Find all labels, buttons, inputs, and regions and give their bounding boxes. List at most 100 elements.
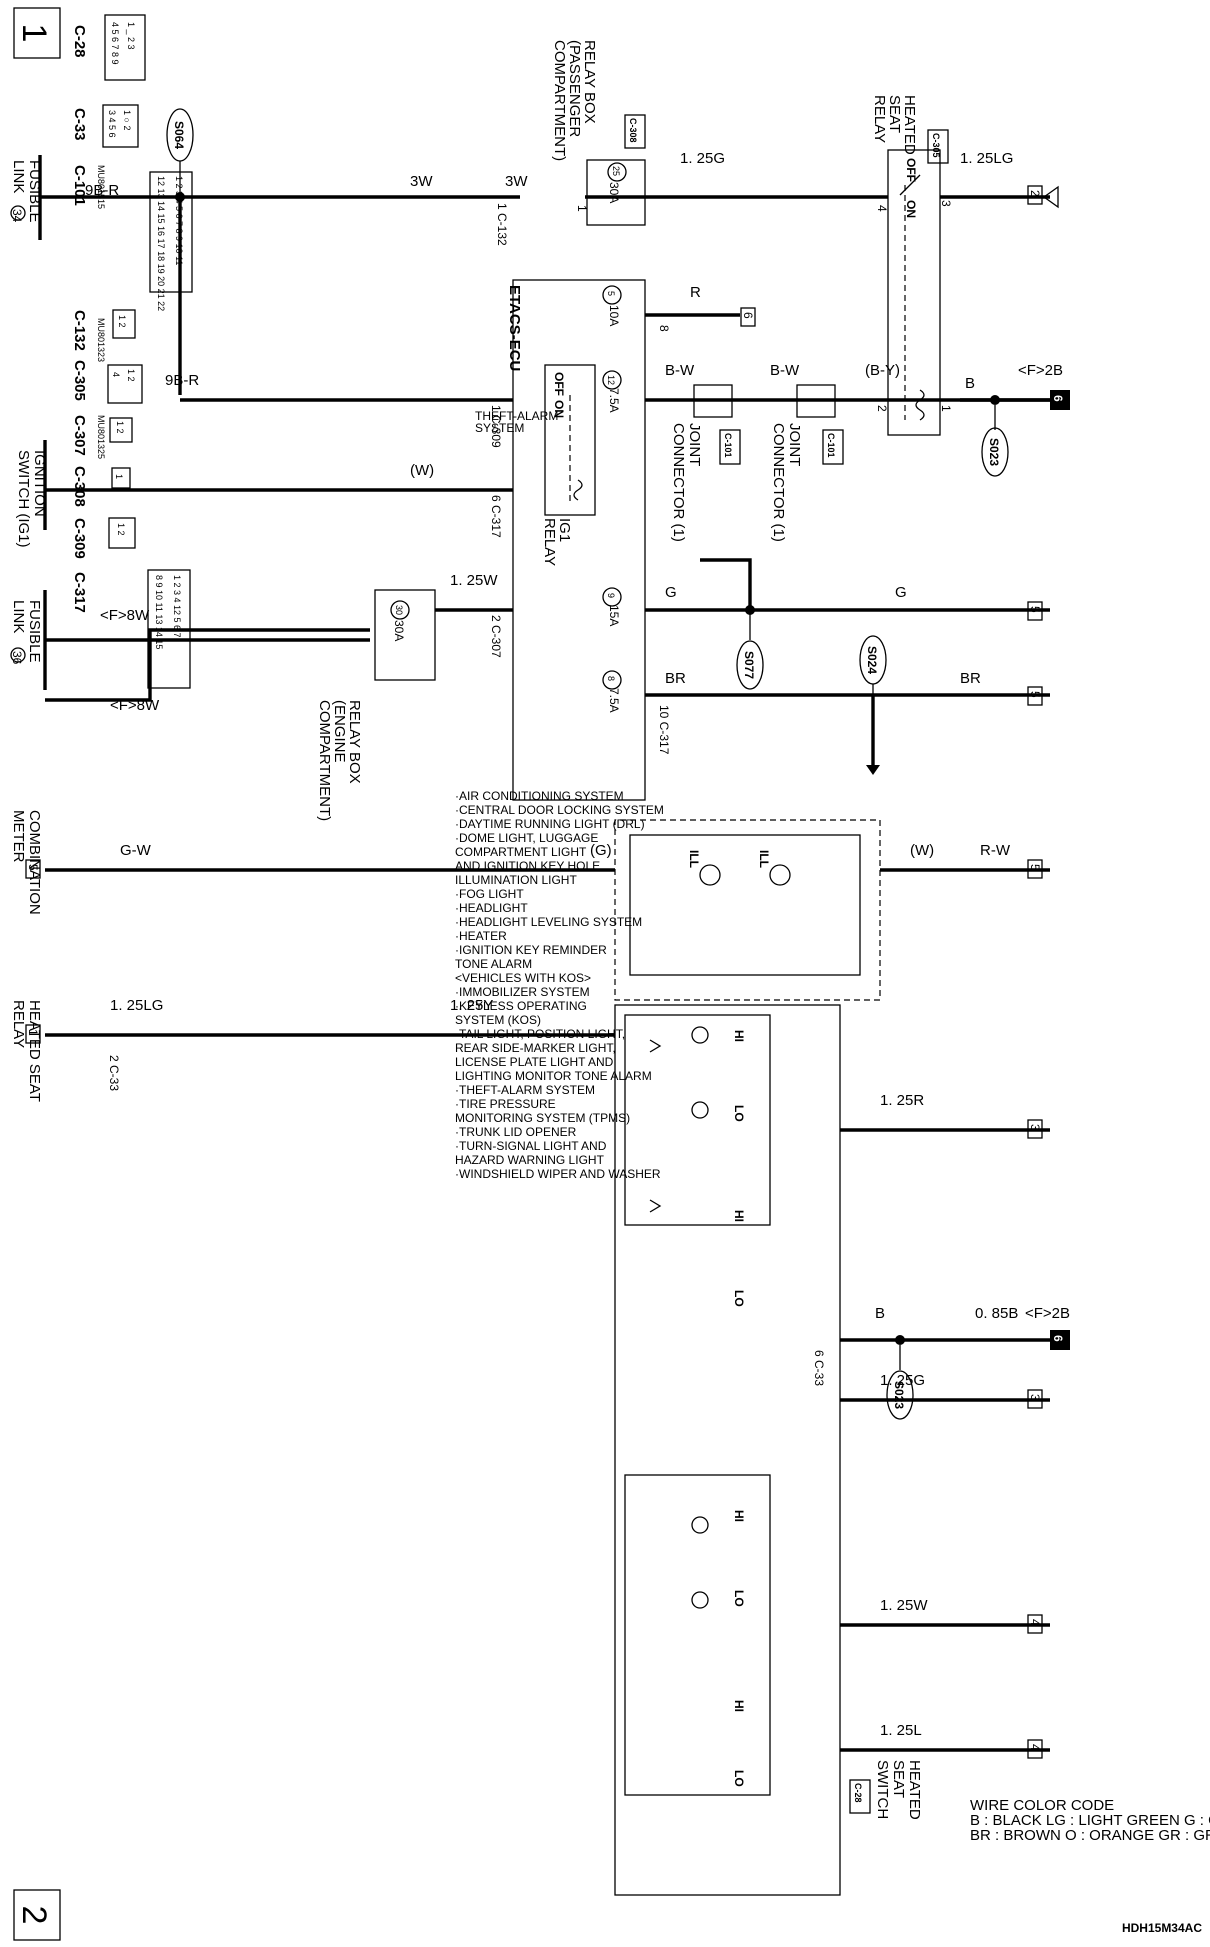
svg-text:JOINT: JOINT: [686, 423, 703, 466]
systems-list-item: ·THEFT-ALARM SYSTEM: [455, 1083, 595, 1097]
svg-text:4: 4: [1028, 1744, 1042, 1751]
splice-s024: S024: [859, 635, 887, 695]
svg-text:OFF: OFF: [904, 158, 918, 182]
svg-text:HEATED: HEATED: [901, 95, 918, 155]
svg-text:1 2 3 4 12 5 6 7: 1 2 3 4 12 5 6 7: [172, 575, 182, 638]
svg-text:C-132: C-132: [71, 310, 88, 351]
splice-s023-right: S023: [886, 1345, 914, 1420]
svg-text:RELAY: RELAY: [10, 1000, 27, 1048]
svg-text:C-33: C-33: [71, 108, 88, 141]
svg-text:SWITCH (IG1): SWITCH (IG1): [15, 450, 32, 548]
svg-text:34: 34: [10, 209, 24, 223]
svg-text:9B-R: 9B-R: [85, 182, 119, 199]
svg-text:1. 25G: 1. 25G: [680, 150, 725, 167]
svg-text:3: 3: [1028, 1394, 1042, 1401]
svg-text:CONNECTOR (1): CONNECTOR (1): [670, 423, 687, 542]
svg-text:1 2: 1 2: [116, 523, 126, 536]
svg-text:1. 25W: 1. 25W: [880, 1597, 928, 1614]
svg-text:<F>8W: <F>8W: [110, 697, 160, 714]
svg-text:COMPARTMENT): COMPARTMENT): [316, 700, 333, 821]
sheet-number-1: 1: [13, 7, 61, 59]
drawing-code: HDH15M34AC: [1122, 1921, 1202, 1935]
ground-ref-right: 6: [1050, 1330, 1070, 1350]
systems-list-item: ·DAYTIME RUNNING LIGHT (DRL): [455, 817, 645, 831]
svg-text:9B-R: 9B-R: [165, 372, 199, 389]
etacs-ecu: ETACS-ECU 5 10A 12 7.5A 9 15A 8 7.5A OFF…: [506, 279, 646, 801]
svg-text:B-W: B-W: [770, 362, 800, 379]
systems-list-item: ·TIRE PRESSURE: [455, 1097, 556, 1111]
pin-c33-2: 2 C-33: [107, 1055, 121, 1091]
svg-text:R-W: R-W: [980, 842, 1011, 859]
svg-text:3 4 5 6: 3 4 5 6: [107, 110, 117, 138]
svg-text:30: 30: [394, 605, 404, 615]
svg-text:3: 3: [939, 200, 953, 207]
svg-text:1. 25LG: 1. 25LG: [960, 150, 1013, 167]
pin-c317-10: 10 C-317: [657, 705, 671, 755]
svg-text:4: 4: [111, 372, 121, 377]
systems-list-item: MONITORING SYSTEM (TPMS): [455, 1111, 630, 1125]
svg-text:BR: BR: [960, 670, 981, 687]
svg-text:IG1: IG1: [556, 518, 573, 542]
svg-text:7.5A: 7.5A: [607, 388, 621, 413]
svg-text:RELAY: RELAY: [871, 95, 888, 143]
svg-text:HEATED: HEATED: [906, 1760, 923, 1820]
svg-text:C-101: C-101: [723, 433, 733, 458]
svg-text:RELAY BOX: RELAY BOX: [346, 700, 363, 784]
terminal-ref-2: 2: [1027, 185, 1059, 209]
heated-seat-relay-right: HEATED SEAT RELAY 1: [10, 1000, 43, 1102]
svg-text:25: 25: [611, 166, 621, 176]
svg-text:S024: S024: [865, 646, 879, 674]
svg-text:5: 5: [606, 291, 616, 296]
svg-text:1 _ 2 3: 1 _ 2 3: [126, 22, 136, 50]
svg-text:1. 25LG: 1. 25LG: [110, 997, 163, 1014]
svg-text:ILL: ILL: [687, 850, 701, 868]
systems-list-item: <VEHICLES WITH KOS>: [455, 971, 591, 985]
svg-text:3W: 3W: [410, 173, 433, 190]
svg-text:G-W: G-W: [120, 842, 152, 859]
splice-s077: S077: [736, 610, 764, 690]
systems-list-item: ILLUMINATION LIGHT: [455, 873, 577, 887]
svg-text:C-305: C-305: [71, 360, 88, 401]
sheet-number-2: 2: [13, 1889, 61, 1941]
svg-text:8: 8: [657, 325, 671, 332]
svg-text:(W): (W): [410, 462, 434, 479]
svg-text:10A: 10A: [607, 305, 621, 326]
systems-list-item: ·FOG LIGHT: [455, 887, 524, 901]
svg-text:COMBINATION: COMBINATION: [26, 810, 43, 915]
svg-text:ETACS-ECU: ETACS-ECU: [506, 285, 523, 371]
svg-text:LO: LO: [732, 1105, 746, 1122]
fusible-link-36: FUSIBLE LINK 36: [10, 590, 47, 690]
svg-text:30A: 30A: [392, 620, 406, 641]
svg-text:COMPARTMENT): COMPARTMENT): [551, 40, 568, 161]
svg-text:(PASSENGER: (PASSENGER: [566, 40, 583, 137]
svg-text:C-308: C-308: [71, 466, 88, 507]
svg-text:B: B: [965, 375, 975, 392]
svg-text:<F>2B: <F>2B: [1018, 362, 1063, 379]
systems-list-item: SYSTEM (KOS): [455, 1013, 541, 1027]
pin-c132: 1 C-132: [495, 203, 509, 246]
svg-text:5: 5: [1028, 606, 1042, 613]
svg-text:C-28: C-28: [853, 1783, 863, 1803]
svg-text:8: 8: [606, 676, 616, 681]
splice-s064: S064: [166, 108, 194, 202]
svg-text:12: 12: [606, 375, 616, 385]
svg-text:S064: S064: [172, 121, 186, 149]
svg-text:CONNECTOR (1): CONNECTOR (1): [770, 423, 787, 542]
svg-text:4: 4: [875, 205, 889, 212]
systems-list: ·AIR CONDITIONING SYSTEM·CENTRAL DOOR LO…: [455, 789, 664, 1181]
svg-text:BR: BR: [665, 670, 686, 687]
svg-text:THEFT-ALARM: THEFT-ALARM: [475, 409, 558, 423]
svg-text:12 13 14 15 16 17 18 19 20 21: 12 13 14 15 16 17 18 19 20 21 22: [156, 176, 166, 311]
joint-connector-a: JOINT CONNECTOR (1) C-101: [670, 384, 741, 542]
systems-list-item: ·KEYLESS OPERATING: [455, 999, 587, 1013]
systems-list-item: ·IMMOBILIZER SYSTEM: [455, 985, 590, 999]
combination-meter: COMBINATION METER ILL ILL: [10, 810, 881, 1001]
connector-c307: C-307 MU801325 1 2: [71, 415, 133, 459]
svg-text:LO: LO: [732, 1290, 746, 1307]
connector-c132: C-132 MU801323 1 2: [71, 309, 136, 362]
systems-list-item: COMPARTMENT LIGHT: [455, 845, 587, 859]
connector-c308: C-308 1: [71, 466, 131, 507]
systems-list-item: ·HEADLIGHT: [455, 901, 528, 915]
wire-color-code: WIRE COLOR CODE B : BLACK LG : LIGHT GRE…: [970, 1797, 1210, 1844]
svg-text:BR : BROWN O : ORANGE GR: BR : BROWN O : ORANGE GR : GRAY R : RED …: [970, 1827, 1210, 1844]
